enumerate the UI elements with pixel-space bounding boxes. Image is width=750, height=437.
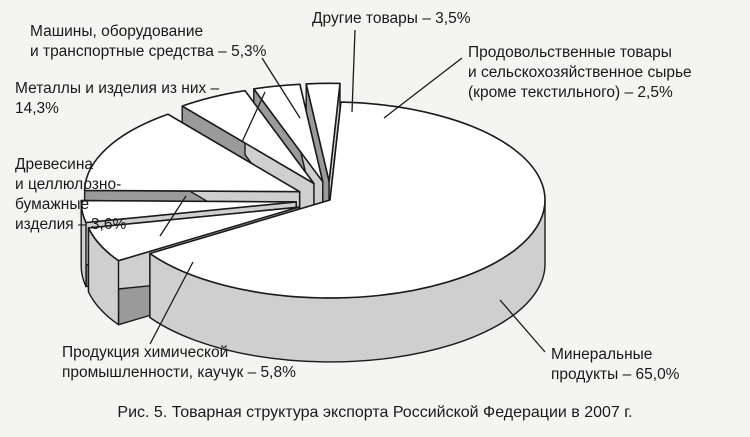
- label-chemical: Продукция химической промышленности, кау…: [62, 343, 296, 383]
- label-machinery-line-1: Машины, оборудование: [30, 23, 204, 40]
- pie-slice-mineral: [149, 101, 546, 363]
- label-other-line-1: Другие товары – 3,5%: [312, 10, 471, 27]
- leader-line-chemical: [149, 261, 194, 345]
- label-chemical-line-2: промышленности, каучук – 5,8%: [62, 364, 296, 381]
- label-machinery-line-2: и транспортные средства – 5,3%: [30, 43, 267, 60]
- label-food-line-2: и сельскохозяйственное сырье: [468, 64, 692, 81]
- pie-top-mineral: [149, 101, 546, 299]
- label-metals-line-2: 14,3%: [15, 100, 59, 117]
- pie-top-machinery: [181, 89, 315, 185]
- leader-line-food: [383, 57, 463, 119]
- label-food-line-3: (кроме текстильного) – 2,5%: [468, 84, 673, 101]
- label-food-line-1: Продовольственные товары: [468, 44, 672, 61]
- label-wood-line-2: и целлюлозно-: [15, 176, 122, 193]
- pie-top-other: [253, 83, 324, 183]
- leader-line-other: [351, 29, 356, 113]
- label-mineral-line-1: Минеральные: [551, 346, 653, 363]
- leader-line-metals: [241, 91, 266, 143]
- label-wood-line-1: Древесина: [15, 156, 94, 173]
- leader-line-wood: [159, 195, 187, 237]
- pie-top-chemical: [87, 206, 300, 262]
- label-metals-line-1: Металлы и изделия из них –: [15, 80, 220, 97]
- label-metals: Металлы и изделия из них – 14,3%: [15, 79, 219, 119]
- pie-top-food: [305, 82, 341, 183]
- label-machinery: Машины, оборудование и транспортные сред…: [30, 22, 266, 62]
- leader-line-mineral: [499, 299, 546, 353]
- label-mineral-line-2: продукты – 65,0%: [551, 366, 680, 383]
- label-wood-line-3: бумажные: [15, 196, 90, 213]
- label-chemical-line-1: Продукция химической: [62, 344, 229, 361]
- pie-top-metals: [83, 113, 301, 193]
- pie-top-wood: [80, 199, 297, 224]
- label-wood-line-4: изделия – 3,6%: [15, 216, 127, 233]
- chart-title: Рис. 5. Товарная структура экспорта Росс…: [117, 404, 633, 421]
- leader-line-machinery: [261, 57, 301, 119]
- label-wood: Древесина и целлюлозно- бумажные изделия…: [15, 155, 126, 235]
- label-mineral: Минеральные продукты – 65,0%: [551, 345, 679, 385]
- label-other: Другие товары – 3,5%: [312, 9, 470, 29]
- label-food: Продовольственные товары и сельскохозяйс…: [468, 43, 692, 103]
